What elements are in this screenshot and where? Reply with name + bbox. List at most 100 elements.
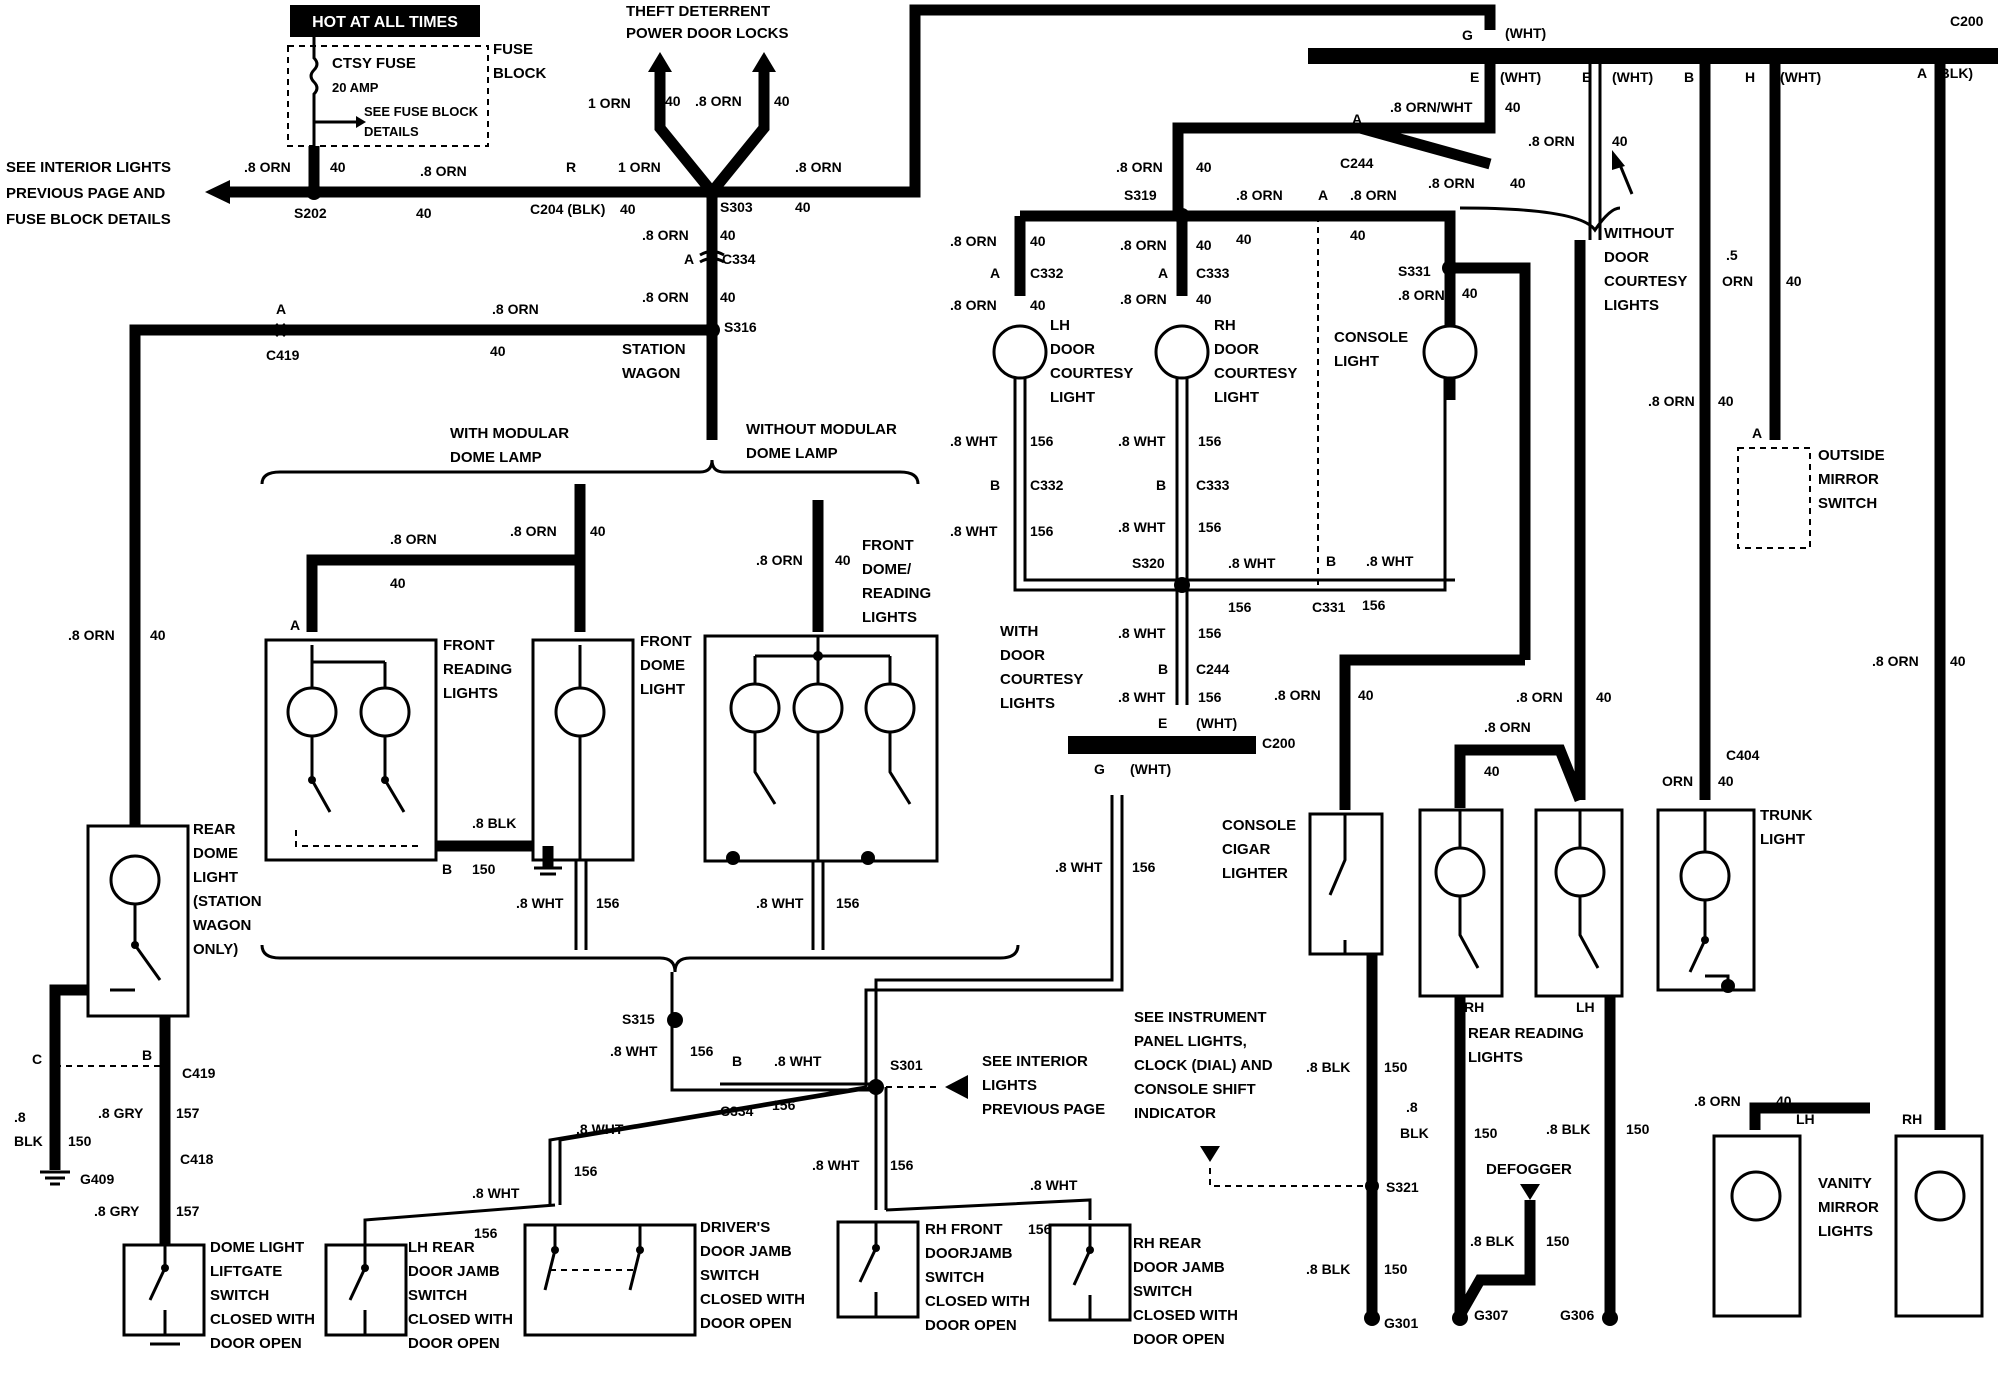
wire-label: .8 ORN bbox=[1428, 175, 1475, 191]
g307-label: G307 bbox=[1474, 1307, 1508, 1323]
si-3: PREVIOUS PAGE bbox=[982, 1101, 1105, 1118]
wire-label: .8 ORN bbox=[492, 301, 539, 317]
rh-label: RH bbox=[1902, 1111, 1922, 1127]
front-dome-3: LIGHT bbox=[640, 681, 685, 698]
door-jamb-network: S315 .8 WHT 156 B .8 WHT C334 156 S301 S… bbox=[363, 795, 1156, 1245]
theft-label-2: POWER DOOR LOCKS bbox=[626, 25, 789, 42]
front-reading-2: READING bbox=[443, 661, 512, 678]
pin-label: B bbox=[990, 477, 1000, 493]
circuit-label: 40 bbox=[665, 93, 681, 109]
bulb-icon bbox=[1554, 846, 1606, 898]
c200-bar: C200 G (WHT) E (WHT) E (WHT) B H (WHT) A… bbox=[1308, 13, 1998, 85]
fuse-block-label-1: FUSE bbox=[493, 41, 533, 58]
circuit-label: 40 bbox=[416, 205, 432, 221]
wire-label: .8 GRY bbox=[98, 1105, 144, 1121]
bulb-icon bbox=[286, 686, 338, 738]
pin-label: B bbox=[1326, 553, 1336, 569]
cc-3: LIGHTER bbox=[1222, 865, 1288, 882]
lhr-5: DOOR OPEN bbox=[408, 1335, 500, 1352]
lh-c-1: LH bbox=[1050, 317, 1070, 334]
wo-c-2: DOOR bbox=[1604, 249, 1649, 266]
front-reading-lights: FRONT READING LIGHTS bbox=[264, 637, 512, 862]
s316-label: S316 bbox=[724, 319, 757, 335]
circuit-label: 40 bbox=[1776, 1093, 1792, 1109]
g301-label: G301 bbox=[1384, 1315, 1418, 1331]
bulb-icon bbox=[992, 324, 1048, 380]
hot-at-all-times-box bbox=[290, 5, 480, 37]
bulb-icon bbox=[359, 686, 411, 738]
wire-label: .8 WHT bbox=[472, 1185, 520, 1201]
cc-2: CIGAR bbox=[1222, 841, 1271, 858]
dj-4: CLOSED WITH bbox=[700, 1291, 805, 1308]
rear-dome-3: LIGHT bbox=[193, 869, 238, 886]
dj-2: DOOR JAMB bbox=[700, 1243, 792, 1260]
rhf-2: DOORJAMB bbox=[925, 1245, 1013, 1262]
wire-label: .8 WHT bbox=[774, 1053, 822, 1069]
wire-label: .8 ORN bbox=[642, 227, 689, 243]
rh-front-jamb-switch: RH FRONT DOORJAMB SWITCH CLOSED WITH DOO… bbox=[836, 1220, 1030, 1334]
lh-c-3: COURTESY bbox=[1050, 365, 1133, 382]
circuit-label: 156 bbox=[1198, 433, 1222, 449]
rr-2: LIGHTS bbox=[1468, 1049, 1523, 1066]
pin-label: A bbox=[1158, 265, 1168, 281]
rhr-5: DOOR OPEN bbox=[1133, 1331, 1225, 1348]
see-left-1: SEE INTERIOR LIGHTS bbox=[6, 159, 171, 176]
lh-label: LH bbox=[1796, 1111, 1815, 1127]
vm-2: MIRROR bbox=[1818, 1199, 1879, 1216]
c334-label: C334 bbox=[722, 251, 756, 267]
circuit-label: 40 bbox=[835, 552, 851, 568]
wire-label: ORN bbox=[1662, 773, 1693, 789]
s202-label: S202 bbox=[294, 205, 327, 221]
circuit-label: 40 bbox=[720, 227, 736, 243]
fdr-3: READING bbox=[862, 585, 931, 602]
pin-label: A bbox=[990, 265, 1000, 281]
circuit-label: 156 bbox=[574, 1163, 598, 1179]
trunk-2: LIGHT bbox=[1760, 831, 1805, 848]
wire-label: .8 WHT bbox=[950, 523, 998, 539]
lhr-2: DOOR JAMB bbox=[408, 1263, 500, 1280]
circuit-label: 150 bbox=[1384, 1059, 1408, 1075]
wire-label: .8 BLK bbox=[1306, 1059, 1350, 1075]
station-wagon-1: STATION bbox=[622, 341, 686, 358]
bulb-icon bbox=[554, 686, 606, 738]
wire-label: .8 ORN bbox=[420, 163, 467, 179]
rh-c-4: LIGHT bbox=[1214, 389, 1259, 406]
fdr-4: LIGHTS bbox=[862, 609, 917, 626]
rear-dome-light: REAR DOME LIGHT (STATION WAGON ONLY) C B… bbox=[14, 821, 262, 1245]
circuit-label: 156 bbox=[690, 1043, 714, 1059]
circuit-label: 150 bbox=[1384, 1261, 1408, 1277]
circuit-label: 40 bbox=[1484, 763, 1500, 779]
circuit-label: 40 bbox=[620, 201, 636, 217]
circuit-label: 156 bbox=[1030, 523, 1054, 539]
dj-1: DRIVER'S bbox=[700, 1219, 770, 1236]
circuit-label: 40 bbox=[1350, 227, 1366, 243]
wo-c-3: COURTESY bbox=[1604, 273, 1687, 290]
wire-label: .8 ORN bbox=[1648, 393, 1695, 409]
wire-label: .8 WHT bbox=[812, 1157, 860, 1173]
fuse-section: HOT AT ALL TIMES CTSY FUSE 20 AMP SEE FU… bbox=[287, 5, 546, 147]
wht-label: (WHT) bbox=[1196, 715, 1237, 731]
rhf-5: DOOR OPEN bbox=[925, 1317, 1017, 1334]
wire-label: .8 bbox=[1406, 1099, 1418, 1115]
fuse-block-label-2: BLOCK bbox=[493, 65, 546, 82]
c200-label-2: C200 bbox=[1262, 735, 1296, 751]
circuit-label: 40 bbox=[1196, 237, 1212, 253]
circuit-label: 40 bbox=[1358, 687, 1374, 703]
pin-label: H bbox=[1745, 69, 1755, 85]
circuit-label: 40 bbox=[1030, 233, 1046, 249]
ip-2: PANEL LIGHTS, bbox=[1134, 1033, 1247, 1050]
pin-label: B bbox=[732, 1053, 742, 1069]
pin-label: E bbox=[1158, 715, 1167, 731]
front-dome-light: FRONT DOME LIGHT .8 BLK B 150 .8 WHT 156 bbox=[436, 633, 692, 950]
circuit-label: 40 bbox=[1510, 175, 1526, 191]
wc-1: WITH bbox=[1000, 623, 1038, 640]
outside-mirror-switch bbox=[1737, 447, 1811, 549]
fuse-block-outline bbox=[287, 45, 489, 147]
c244-label-2: C244 bbox=[1196, 661, 1230, 677]
rh-c-2: DOOR bbox=[1214, 341, 1259, 358]
dome-lamp-bracket: WITH MODULAR DOME LAMP WITHOUT MODULAR D… bbox=[260, 421, 920, 485]
pin-label: B bbox=[142, 1047, 152, 1063]
without-modular-2: DOME LAMP bbox=[746, 445, 838, 462]
wc-4: LIGHTS bbox=[1000, 695, 1055, 712]
